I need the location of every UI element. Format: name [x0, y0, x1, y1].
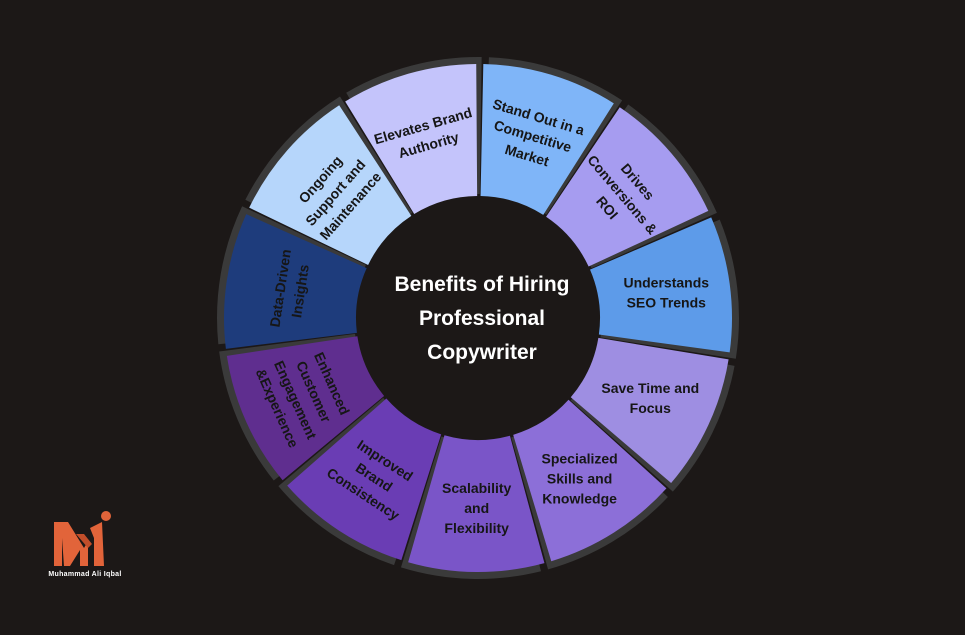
wheel-segment: OngoingSupport andMaintenance: [245, 96, 413, 266]
center-title-line: Professional: [419, 307, 545, 330]
segment-shape: [546, 107, 709, 267]
segment-shape: [224, 214, 367, 349]
wheel-segment: ImprovedBrandConsistency: [278, 397, 442, 566]
wheel-segment: Elevates BrandAuthority: [345, 57, 482, 215]
logo: [36, 508, 136, 586]
segment-label-line: Insights: [288, 263, 312, 319]
center-title-line: Copywriter: [427, 341, 537, 364]
segment-label-line: Focus: [630, 400, 671, 416]
segment-label-line: Understands: [623, 274, 709, 290]
segment-shape: [408, 435, 545, 572]
segment-label-line: Scalability: [442, 480, 511, 496]
segment-shape: [345, 64, 478, 215]
segment-shape: [480, 64, 614, 215]
segment-shape: [287, 398, 442, 561]
wheel-segment: EnhancedCustomerEngagement&Experience: [219, 333, 385, 481]
segment-shape: [249, 105, 412, 266]
wheel-segment: Data-DrivenInsights: [216, 206, 367, 349]
center-title-line: Benefits of Hiring: [394, 273, 569, 296]
logo-mark-icon: [54, 511, 111, 566]
segment-label-line: SEO Trends: [627, 294, 707, 310]
segment-label-line: Knowledge: [542, 491, 617, 507]
segment-label-line: Skills and: [547, 471, 612, 487]
segment-shape: [590, 217, 732, 353]
segment-label-line: Save Time and: [601, 380, 699, 396]
segments-layer: Stand Out in aCompetitiveMarketDrivesCon…: [216, 57, 739, 580]
wheel-segment: Stand Out in aCompetitiveMarket: [480, 57, 623, 215]
segment-shape: [570, 337, 729, 483]
segment-label-line: Specialized: [541, 451, 617, 467]
segment-shape: [513, 399, 667, 562]
segment-label-line: Flexibility: [444, 520, 509, 536]
logo-caption: Muhammad Ali Iqbal: [48, 571, 122, 578]
segment-label-line: and: [464, 500, 489, 516]
segment-shape: [226, 336, 385, 481]
wheel-segment: DrivesConversions &ROI: [546, 104, 717, 269]
